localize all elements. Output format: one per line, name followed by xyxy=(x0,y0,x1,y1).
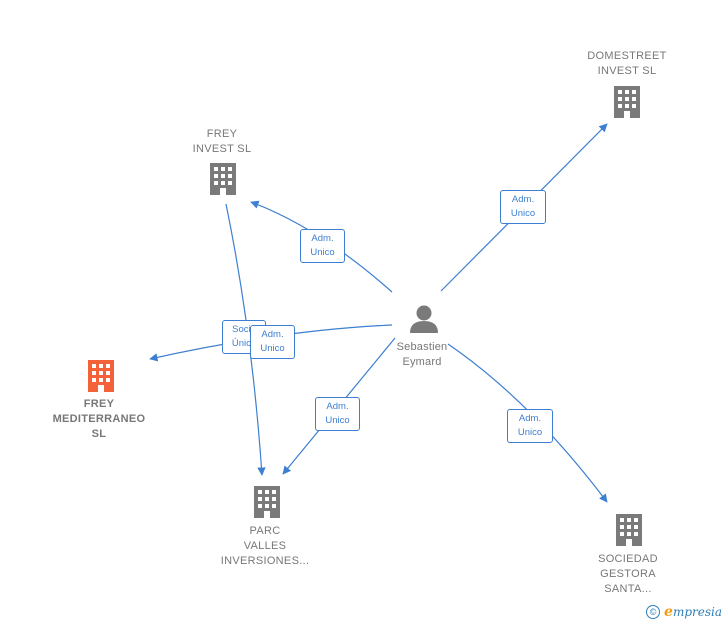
domestreet-building-icon[interactable] xyxy=(614,86,640,118)
sebastien-eymard-label[interactable]: Sebastien Eymard xyxy=(396,341,448,368)
edge-label-frey-invest[interactable]: Adm. Unico xyxy=(300,229,345,263)
domestreet-label[interactable]: DOMESTREET INVEST SL xyxy=(587,50,667,77)
person-icon[interactable] xyxy=(410,305,438,334)
edge-label-parc-valles[interactable]: Adm. Unico xyxy=(315,397,360,431)
edge-label-sociedad-gestora[interactable]: Adm. Unico xyxy=(507,409,553,443)
sociedad-gestora-label[interactable]: SOCIEDAD GESTORA SANTA... xyxy=(598,553,658,595)
frey-invest-label[interactable]: FREY INVEST SL xyxy=(192,128,252,155)
sociedad-gestora-building-icon[interactable] xyxy=(616,514,642,546)
frey-mediterraneo-building-icon[interactable] xyxy=(88,360,114,392)
frey-mediterraneo-label[interactable]: FREY MEDITERRANEO SL xyxy=(52,398,146,440)
copyright-icon: © xyxy=(646,605,661,619)
parc-valles-building-icon[interactable] xyxy=(254,486,280,518)
frey-invest-building-icon[interactable] xyxy=(210,163,236,195)
empresia-footer[interactable]: © empresia xyxy=(646,604,722,620)
edge-label-domestreet[interactable]: Adm. Unico xyxy=(500,190,546,224)
empresia-logo: empresia xyxy=(664,604,722,620)
parc-valles-label[interactable]: PARC VALLES INVERSIONES... xyxy=(220,525,310,567)
edge-label-frey-mediterraneo[interactable]: Adm. Unico xyxy=(250,325,295,359)
